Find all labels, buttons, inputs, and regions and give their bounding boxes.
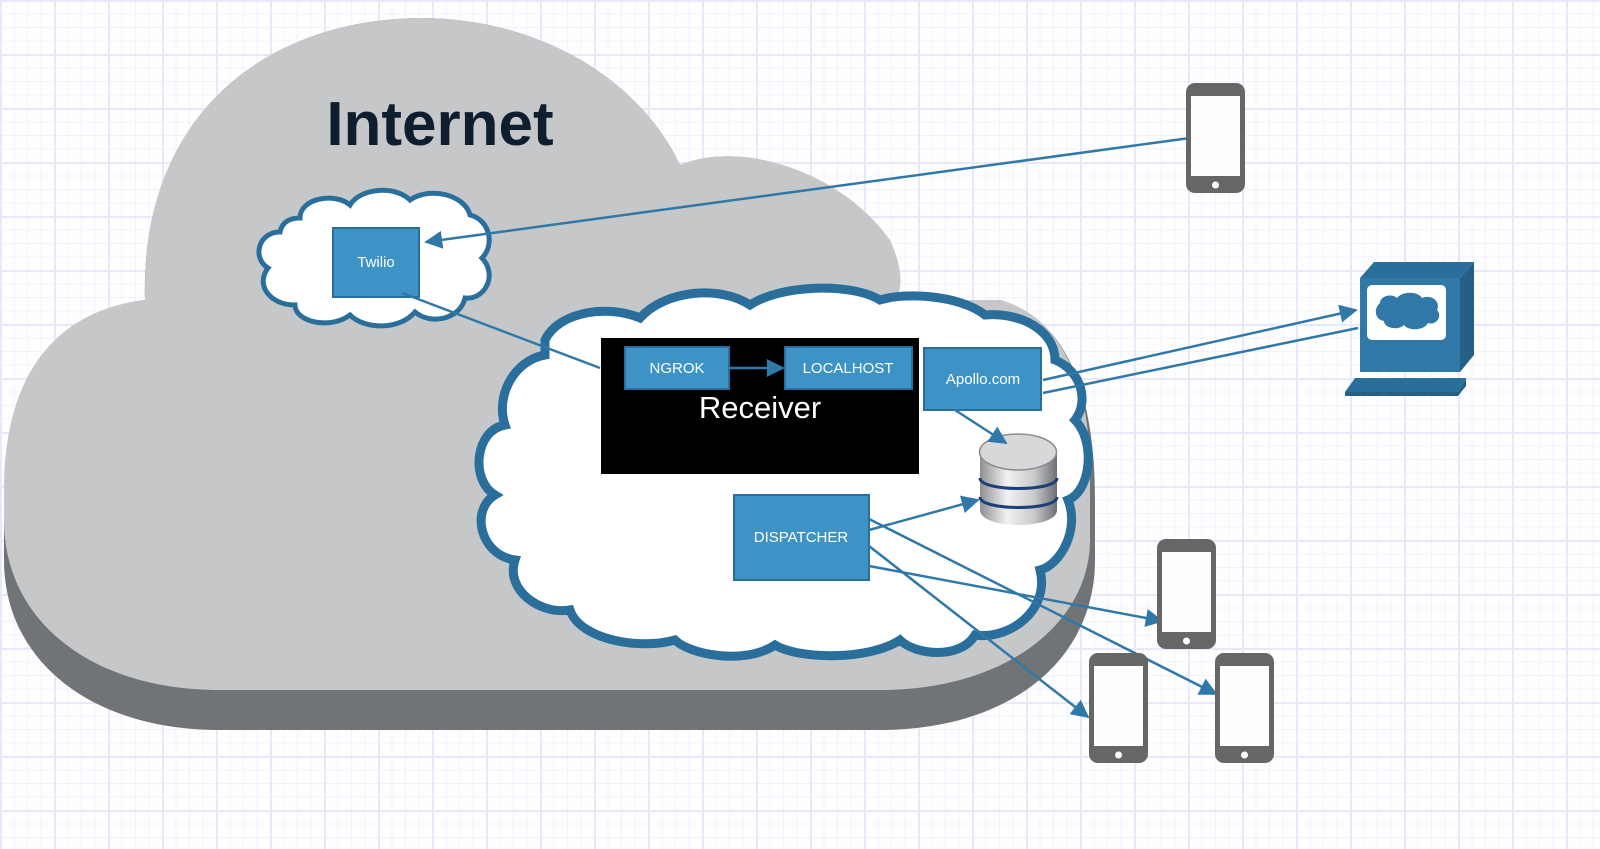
mobile-phone-icon <box>1157 539 1216 649</box>
dispatcher-node[interactable]: DISPATCHER <box>733 494 870 581</box>
twilio-label: Twilio <box>357 254 395 271</box>
apollo-node[interactable]: Apollo.com <box>923 347 1042 411</box>
twilio-node[interactable]: Twilio <box>332 227 420 298</box>
edge-twilio-to-ngrok <box>401 291 601 370</box>
database-icon <box>978 433 1059 525</box>
edge-dispatcher-to-phone-3 <box>868 517 1218 696</box>
computer-icon <box>1345 262 1474 396</box>
internet-label: Internet <box>326 90 553 159</box>
edge-apollo-to-web-2 <box>1042 326 1359 395</box>
edge-dispatcher-to-db <box>868 495 980 532</box>
edge-apollo-to-db <box>954 408 1008 445</box>
receiver-label: Receiver <box>699 390 821 425</box>
ngrok-node[interactable]: NGROK <box>624 346 730 390</box>
mobile-phone-icon <box>1215 653 1274 763</box>
localhost-node[interactable]: LOCALHOST <box>784 346 913 390</box>
mobile-phone-icon <box>1186 83 1245 193</box>
localhost-label: LOCALHOST <box>803 360 894 377</box>
dispatcher-label: DISPATCHER <box>754 529 849 546</box>
edge-dispatcher-to-phone-2 <box>868 545 1090 719</box>
apollo-label: Apollo.com <box>946 371 1020 388</box>
cloud-screen-icon <box>1375 292 1440 330</box>
mobile-phone-icon <box>1089 653 1148 763</box>
edge-phone-to-twilio <box>424 136 1191 249</box>
connectors <box>401 136 1359 719</box>
edge-apollo-to-web-1 <box>1042 304 1358 382</box>
ngrok-label: NGROK <box>649 360 704 377</box>
